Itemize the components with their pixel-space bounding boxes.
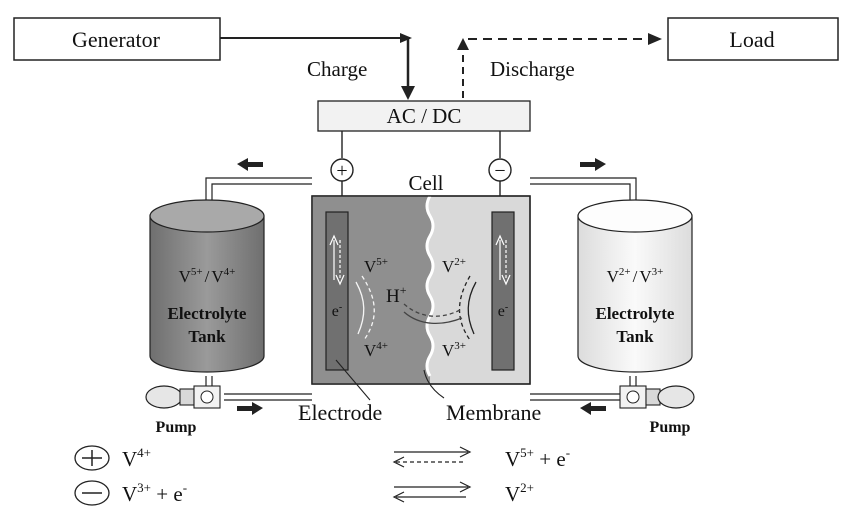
acdc-converter: AC / DC [317,100,531,132]
left-electrode: e- [325,211,349,371]
legend-negative-icon [74,480,110,506]
left-electrolyte-tank: V5+/V4+ Electrolyte Tank [149,199,265,373]
right-ion-bottom: V3+ [442,340,466,360]
bottom-left-flow-arrow-icon [237,402,263,415]
right-electrolyte-tank: V2+/V3+ Electrolyte Tank [577,199,693,373]
generator-box: Generator [13,17,221,61]
right-ion-top: V2+ [442,256,466,276]
load-label: Load [729,27,774,52]
legend-negative-product: V2+ [505,480,534,506]
right-flow-arrow-icon [580,158,606,171]
bottom-right-flow-arrow-icon [580,402,606,415]
left-tank-label-line2: Tank [188,327,226,346]
charge-label: Charge [307,57,367,81]
cell-label: Cell [409,171,444,195]
electrode-leader [335,359,371,401]
right-electrode: e- [491,211,515,371]
left-flow-arrow-icon [237,158,263,171]
right-pump-icon [619,385,695,409]
membrane-leader [423,369,445,399]
left-tank-species: V5+/V4+ [179,266,236,286]
electrode-label: Electrode [298,400,382,425]
legend-positive-arrows-icon [392,446,472,468]
legend-negative-arrows-icon [392,481,472,503]
left-electron-label: e- [332,302,342,320]
legend-positive-reactant: V4+ [122,445,151,471]
right-tank-species: V2+/V3+ [607,266,664,286]
acdc-label: AC / DC [387,104,462,128]
proton-label: H+ [386,283,407,307]
legend: V4+ V5+ + e- V3+ + e- V2+ [74,445,570,506]
generator-label: Generator [72,27,161,52]
left-tank-label-line1: Electrolyte [168,304,247,323]
legend-negative-reactant: V3+ + e- [122,480,187,506]
load-box: Load [667,17,839,61]
membrane-label: Membrane [446,400,541,425]
negative-terminal-icon: − [488,158,512,182]
svg-text:+: + [336,160,347,182]
legend-positive-product: V5+ + e- [505,445,570,471]
svg-text:−: − [494,160,505,182]
right-pump-label: Pump [650,419,691,436]
left-ion-bottom: V4+ [364,340,388,360]
left-ion-top: V5+ [364,256,388,276]
left-pump-icon [145,385,221,409]
left-pump-label: Pump [156,419,197,436]
discharge-path [457,33,662,98]
legend-positive-icon [74,445,110,471]
charge-path [220,33,415,100]
reaction-arrows [355,275,477,341]
right-electron-label: e- [498,302,508,320]
discharge-label: Discharge [490,57,575,81]
positive-terminal-icon: + [330,158,354,182]
right-tank-label-line1: Electrolyte [596,304,675,323]
right-tank-label-line2: Tank [616,327,654,346]
